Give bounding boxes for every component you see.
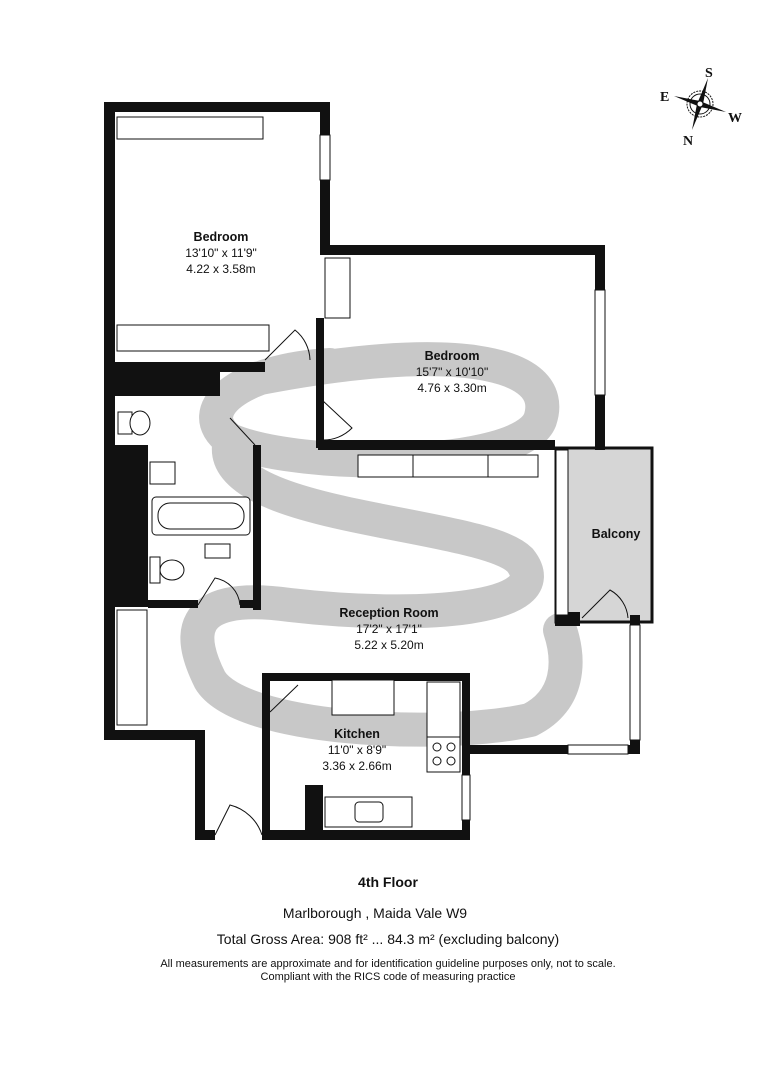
compass-w: W <box>728 111 742 126</box>
compliance-note: Compliant with the RICS code of measurin… <box>260 971 516 983</box>
room-label-bedroom-1: Bedroom 13'10" x 11'9" 4.22 x 3.58m <box>185 229 257 277</box>
room-name: Kitchen <box>334 727 380 741</box>
compass-icon <box>674 78 726 130</box>
floor-title: 4th Floor <box>358 874 418 890</box>
compass-s: S <box>705 66 713 81</box>
windows <box>319 134 641 821</box>
room-size-metric: 4.22 x 3.58m <box>186 262 256 276</box>
room-size-metric: 3.36 x 2.66m <box>322 759 392 773</box>
room-label-balcony: Balcony <box>592 526 641 542</box>
room-label-reception: Reception Room 17'2" x 17'1" 5.22 x 5.20… <box>339 605 438 653</box>
walls <box>104 102 640 840</box>
room-name: Bedroom <box>424 349 480 363</box>
total-area: Total Gross Area: 908 ft² ... 84.3 m² (e… <box>216 931 560 947</box>
compass-e: E <box>660 90 669 105</box>
disclaimer: All measurements are approximate and for… <box>160 958 616 970</box>
room-size-imperial: 11'0" x 8'9" <box>327 743 387 757</box>
room-size-imperial: 17'2" x 17'1" <box>356 622 422 636</box>
room-size-imperial: 13'10" x 11'9" <box>185 246 257 260</box>
door-swings <box>197 329 629 836</box>
room-size-metric: 4.76 x 3.30m <box>417 381 487 395</box>
room-size-imperial: 15'7" x 10'10" <box>415 365 489 379</box>
room-label-kitchen: Kitchen 11'0" x 8'9" 3.36 x 2.66m <box>322 726 391 774</box>
fittings <box>116 116 539 828</box>
address: Marlborough , Maida Vale W9 <box>282 905 468 921</box>
compass-n: N <box>683 134 693 149</box>
room-label-bedroom-2: Bedroom 15'7" x 10'10" 4.76 x 3.30m <box>416 348 489 396</box>
room-name: Reception Room <box>339 606 439 620</box>
room-name: Balcony <box>591 527 641 541</box>
room-size-metric: 5.22 x 5.20m <box>354 638 424 652</box>
room-name: Bedroom <box>193 230 249 244</box>
